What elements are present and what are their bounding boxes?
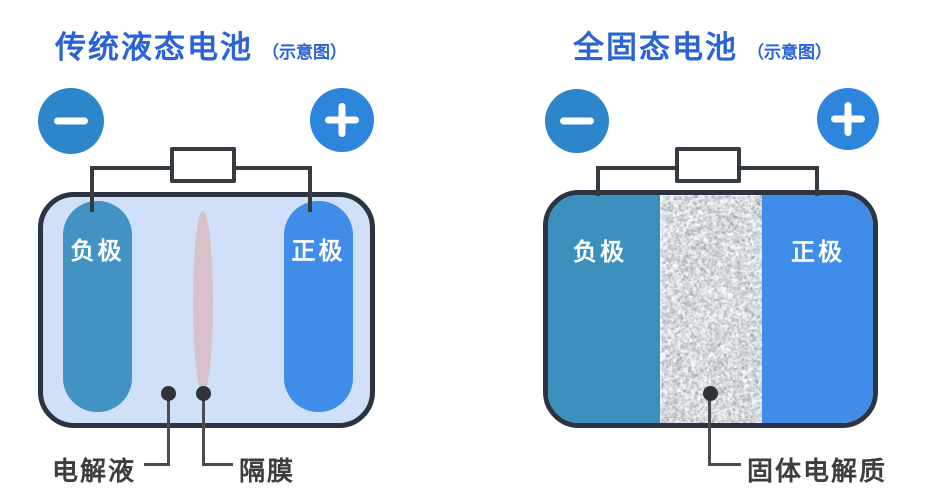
electrolyte-leader-vertical	[167, 393, 170, 466]
solid-positive-terminal	[817, 88, 879, 150]
electrolyte-callout-dot	[161, 386, 176, 401]
solid-anode-label: 负极	[565, 232, 635, 267]
solid-electrolyte-leader-horizontal	[710, 463, 741, 466]
solid-electrolyte-callout-dot	[703, 386, 718, 401]
liquid-negative-terminal	[38, 88, 104, 154]
minus-icon	[54, 118, 88, 125]
liquid-separator-membrane	[193, 211, 213, 393]
solid-circuit-wire-right	[815, 166, 819, 196]
liquid-battery-title-row: 传统液态电池 （示意图）	[55, 22, 347, 67]
electrolyte-leader-horizontal	[144, 463, 170, 466]
separator-leader-horizontal	[203, 463, 233, 466]
minus-icon	[560, 118, 594, 125]
solid-battery-title-row: 全固态电池 （示意图）	[573, 22, 832, 67]
solid-cathode-label: 正极	[783, 232, 853, 267]
solid-cathode-layer	[762, 195, 873, 423]
separator-leader-vertical	[202, 393, 205, 466]
liquid-circuit-load	[170, 147, 236, 183]
separator-label: 隔膜	[239, 451, 295, 488]
solid-anode-layer	[548, 195, 660, 423]
solid-battery-subtitle: （示意图）	[747, 38, 832, 63]
plus-icon	[339, 103, 346, 137]
solid-circuit-wire-left	[596, 166, 600, 196]
solid-electrolyte-label: 固体电解质	[747, 451, 887, 488]
liquid-positive-terminal	[310, 88, 374, 152]
separator-callout-dot	[196, 386, 211, 401]
liquid-circuit-wire-left	[90, 166, 94, 212]
liquid-cathode-label: 正极	[284, 231, 353, 266]
solid-circuit-load	[675, 147, 741, 183]
plus-icon	[845, 102, 852, 136]
liquid-circuit-wire-right	[308, 166, 312, 212]
solid-electrolyte-leader-vertical	[708, 393, 711, 466]
solid-battery-title: 全固态电池	[573, 22, 738, 67]
liquid-battery-subtitle: （示意图）	[262, 38, 347, 63]
solid-negative-terminal	[545, 89, 609, 153]
liquid-battery-title: 传统液态电池	[55, 22, 253, 67]
electrolyte-label: 电解液	[52, 451, 136, 488]
liquid-anode-label: 负极	[63, 231, 132, 266]
